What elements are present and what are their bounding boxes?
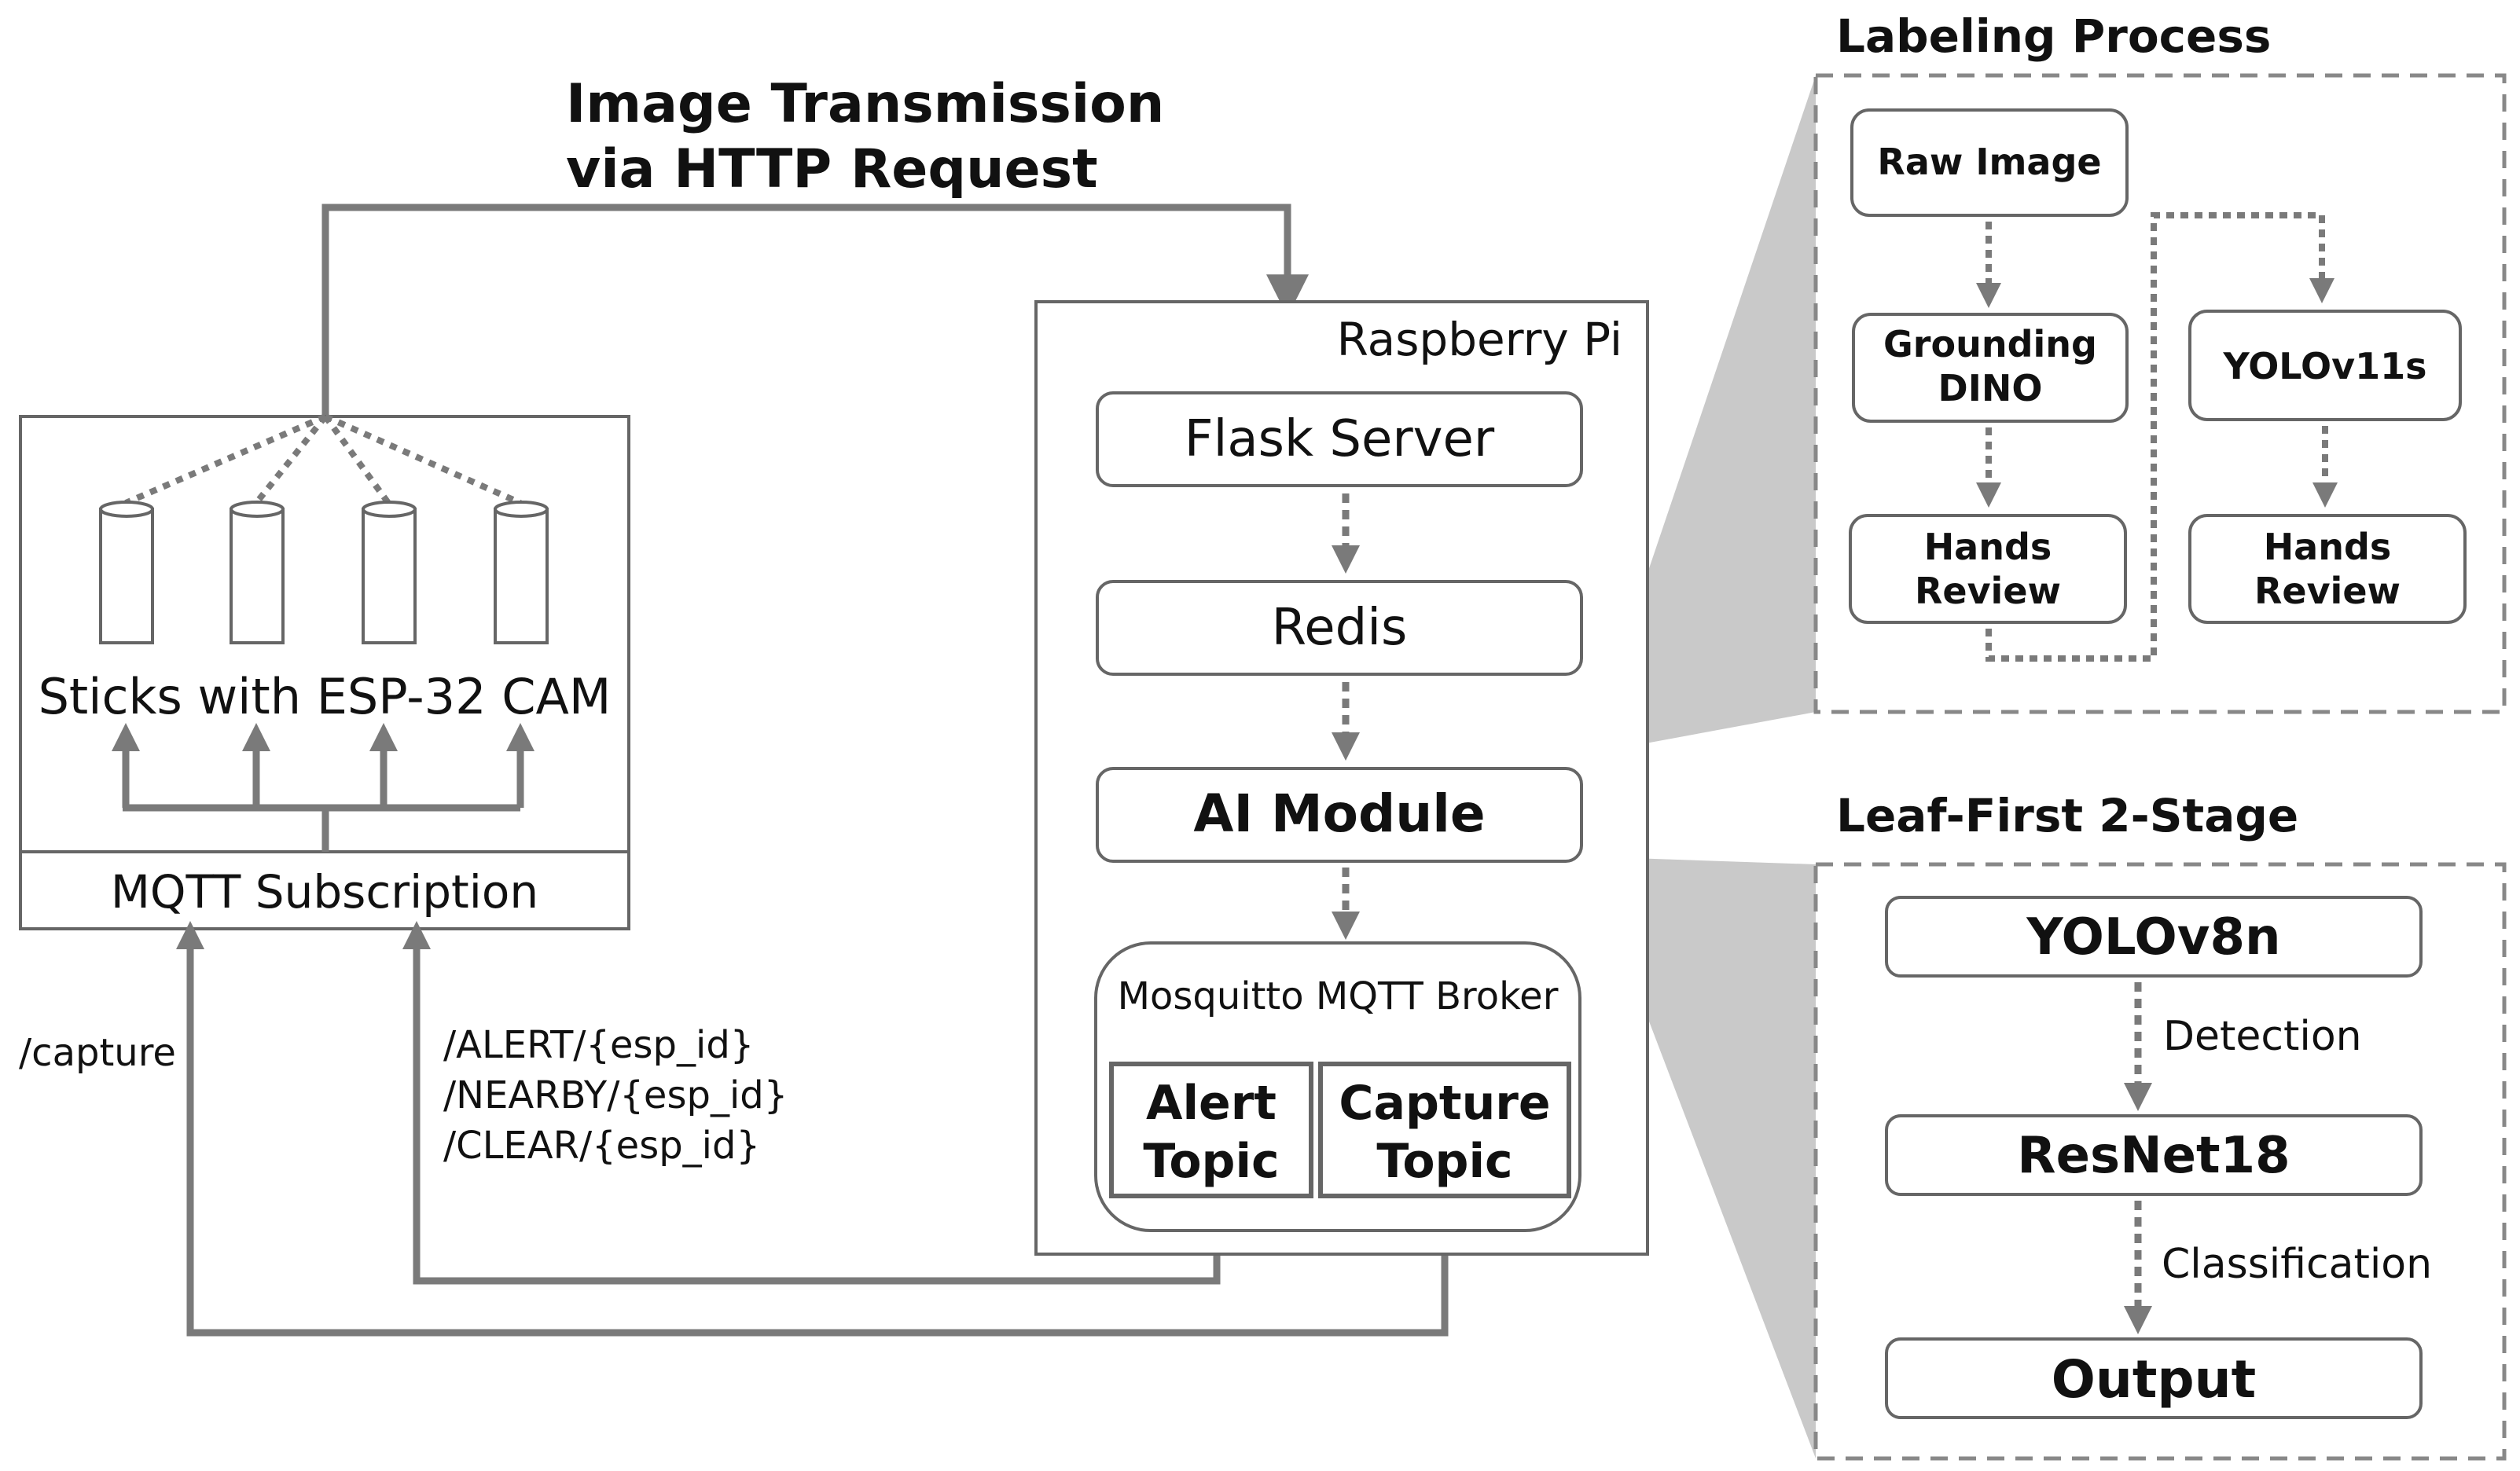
- hands-review-right-line-2: Review: [2254, 570, 2401, 612]
- stick-cylinder-1: [99, 501, 154, 644]
- resnet18-label: ResNet18: [2017, 1127, 2290, 1185]
- subscription-label: MQTT Subscription: [111, 865, 538, 919]
- redis-box: [1096, 580, 1583, 676]
- clear-topic-path: /CLEAR/{esp_id}: [443, 1124, 760, 1168]
- raw-image-box: [1850, 108, 2129, 217]
- flask-server-label: Flask Server: [1185, 410, 1495, 468]
- resnet18-box: [1885, 1114, 2423, 1196]
- subscription-tree-arrows: [112, 723, 534, 852]
- review-to-yolo11-connector: [1986, 212, 2334, 662]
- yolo11-label: YOLOv11s: [2223, 345, 2427, 387]
- capture-topic-path: /capture: [19, 1031, 176, 1075]
- mqtt-broker-label: Mosquitto MQTT Broker: [1118, 974, 1559, 1018]
- hands-review-right-line-1: Hands: [2264, 526, 2392, 568]
- classification-label: Classification: [2162, 1241, 2432, 1288]
- hands-review-right-box: [2188, 514, 2467, 624]
- redis-label: Redis: [1272, 599, 1408, 657]
- http-title-line-2: via HTTP Request: [566, 138, 1098, 200]
- yolo11-box: [2188, 310, 2462, 421]
- stick-cylinder-3: [362, 501, 417, 644]
- capture-topic-line-1: Capture: [1339, 1076, 1550, 1131]
- hands-review-left-box: [1849, 514, 2127, 624]
- grounding-dino-line-2: DINO: [1938, 367, 2043, 409]
- capture-return-arrow: [176, 921, 1449, 1337]
- detection-label: Detection: [2163, 1013, 2362, 1060]
- capture-topic-box: [1318, 1062, 1571, 1198]
- http-transmission-arrow: [321, 204, 1309, 416]
- hands-review-left-line-1: Hands: [1924, 526, 2052, 568]
- capture-topic-line-2: Topic: [1376, 1134, 1512, 1189]
- alert-topic-box: [1109, 1062, 1313, 1198]
- stick-links: [124, 413, 522, 506]
- sticks-label: Sticks with ESP-32 CAM: [39, 668, 612, 725]
- http-title-line-1: Image Transmission: [566, 73, 1164, 135]
- yolov8n-box: [1885, 896, 2423, 978]
- raw-image-label: Raw Image: [1877, 141, 2101, 183]
- ai-module-label: AI Module: [1193, 783, 1485, 844]
- output-box: [1885, 1337, 2423, 1419]
- grounding-dino-box: [1852, 313, 2129, 423]
- hands-review-left-line-2: Review: [1915, 570, 2061, 612]
- flask-server-box: [1096, 391, 1583, 487]
- raspberry-pi-label: Raspberry Pi: [1337, 313, 1622, 366]
- labeling-process-title: Labeling Process: [1836, 9, 2271, 63]
- grounding-dino-line-1: Grounding: [1883, 323, 2097, 365]
- stick-cylinder-2: [230, 501, 285, 644]
- output-label: Output: [2052, 1349, 2256, 1410]
- alert-topic-path: /ALERT/{esp_id}: [443, 1023, 754, 1067]
- leaf-first-title: Leaf-First 2-Stage: [1836, 789, 2298, 842]
- alert-topic-line-1: Alert: [1146, 1076, 1277, 1131]
- yolov8n-label: YOLOv8n: [2026, 908, 2280, 967]
- nearby-topic-path: /NEARBY/{esp_id}: [443, 1073, 788, 1117]
- stick-cylinder-4: [494, 501, 549, 644]
- ai-module-box: [1096, 767, 1583, 863]
- alert-topic-line-2: Topic: [1143, 1134, 1279, 1189]
